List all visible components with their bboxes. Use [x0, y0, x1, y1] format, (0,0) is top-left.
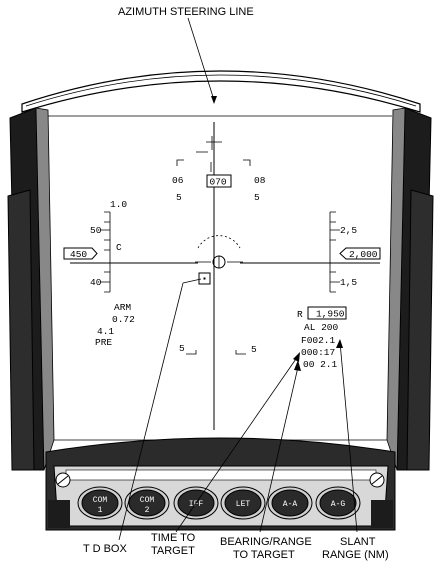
weapon-arm: ARM — [114, 302, 131, 313]
hud-button-sublabel: 1 — [98, 506, 103, 515]
airspeed-scale: 1.0 50 40 C 450 — [63, 199, 127, 293]
airspeed-scale-50: 50 — [90, 225, 102, 236]
hud-button-label: IFF — [189, 500, 204, 509]
hud-button-label: A-A — [283, 500, 298, 509]
bearing-range: F002.1 — [301, 335, 336, 346]
hud-button-label: COM — [140, 496, 155, 505]
weapon-status: ARM 0.72 4.1 PRE — [95, 302, 135, 348]
range-prefix: R — [297, 309, 303, 320]
pitch-left-label: 5 — [179, 343, 185, 354]
altitude-above: AL 200 — [304, 322, 339, 333]
hud-frame — [7, 70, 434, 471]
altitude-box — [339, 247, 381, 260]
callout-labels: AZIMUTH STEERING LINE T D BOX TIME TO TA… — [83, 6, 389, 561]
callout-time-to-target-line2: TARGET — [151, 545, 195, 557]
callout-azimuth-steering-line: AZIMUTH STEERING LINE — [118, 6, 254, 18]
callout-slant-range-line2: RANGE (NM) — [322, 549, 389, 561]
hud-button-let[interactable]: LET — [220, 486, 266, 520]
hud-button-label: LET — [236, 500, 251, 509]
callout-time-to-target-line1: TIME TO — [151, 532, 196, 544]
td-box — [198, 272, 211, 285]
hud-button-label: COM — [93, 496, 108, 505]
callout-bearing-range-line2: TO TARGET — [233, 549, 295, 561]
callout-bearing-range-line1: BEARING/RANGE — [220, 536, 312, 548]
altitude-scale: 2,5 1,5 2,000 — [329, 211, 381, 293]
flight-path-marker — [195, 235, 243, 269]
callout-leaders — [118, 17, 358, 541]
weapon-pre: PRE — [95, 337, 112, 348]
hud-symbology: 06 070 08 5 5 1.0 50 40 C 450 2,5 1,5 2,… — [63, 122, 381, 430]
callout-td-box: T D BOX — [83, 543, 127, 555]
time-to-target: 000:17 — [301, 347, 335, 358]
heading-left-tick: 5 — [176, 192, 182, 203]
range-box — [307, 306, 347, 320]
range-value: 1,950 — [316, 309, 345, 320]
heading-right-label: 08 — [254, 175, 266, 186]
altitude-scale-15: 1,5 — [340, 277, 357, 288]
weapon-mach: 0.72 — [112, 314, 135, 325]
heading-box — [206, 174, 232, 188]
pitch-right-label: 5 — [251, 344, 257, 355]
airspeed-box — [63, 247, 98, 260]
callout-slant-range-line1: SLANT — [340, 536, 376, 548]
airspeed-mode-letter: C — [116, 242, 122, 253]
airspeed-scale-40: 40 — [90, 277, 102, 288]
slant-range: 00 2.1 — [303, 359, 338, 370]
hud-button-a-g[interactable]: A-G — [315, 486, 361, 520]
airspeed-scale-top: 1.0 — [110, 199, 127, 210]
weapon-g: 4.1 — [97, 326, 114, 337]
heading-left-label: 06 — [172, 175, 184, 186]
target-data: R 1,950 AL 200 F002.1 000:17 00 2.1 — [297, 306, 347, 370]
altitude-value: 2,000 — [349, 249, 378, 260]
airspeed-value: 450 — [70, 249, 87, 260]
hud-button-label: A-G — [331, 500, 346, 509]
hud-button-a-a[interactable]: A-A — [267, 486, 313, 520]
heading-value: 070 — [210, 177, 227, 188]
heading-right-tick: 5 — [254, 192, 260, 203]
heading-tape: 06 070 08 5 5 — [172, 159, 266, 203]
altitude-scale-25: 2,5 — [340, 225, 357, 236]
hud-button-sublabel: 2 — [145, 506, 150, 515]
pitch-ladder-lower: 5 5 — [179, 343, 257, 355]
